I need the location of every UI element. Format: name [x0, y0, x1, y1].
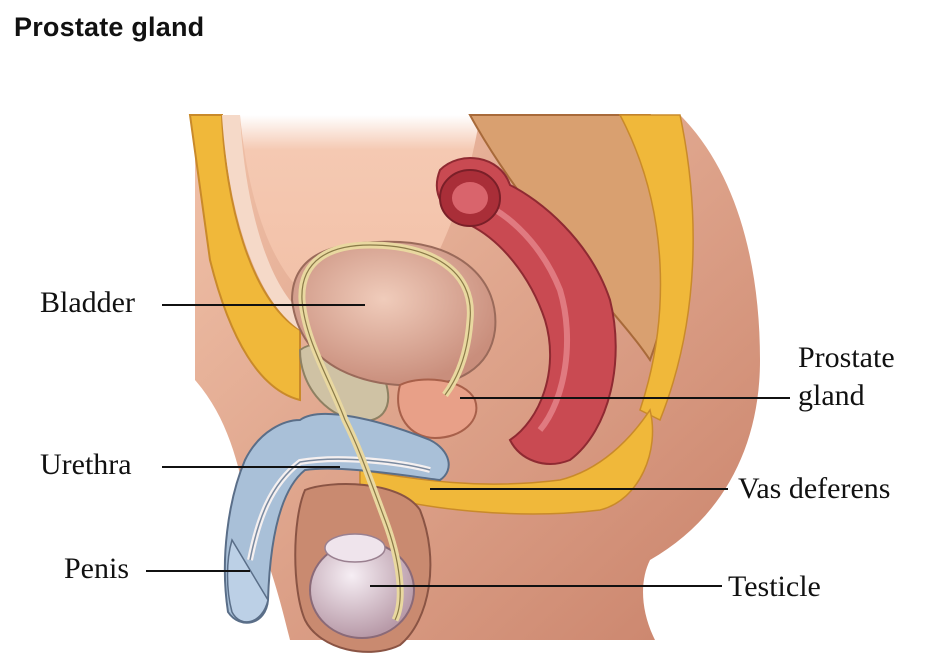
- label-vas-deferens: Vas deferens: [738, 472, 890, 506]
- label-penis: Penis: [64, 552, 129, 586]
- label-urethra: Urethra: [40, 448, 132, 482]
- label-prostate-line2: gland: [798, 379, 865, 413]
- label-prostate-line1: Prostate: [798, 341, 895, 375]
- label-bladder: Bladder: [40, 286, 135, 320]
- label-testicle: Testicle: [728, 570, 821, 604]
- prostate: [398, 380, 476, 438]
